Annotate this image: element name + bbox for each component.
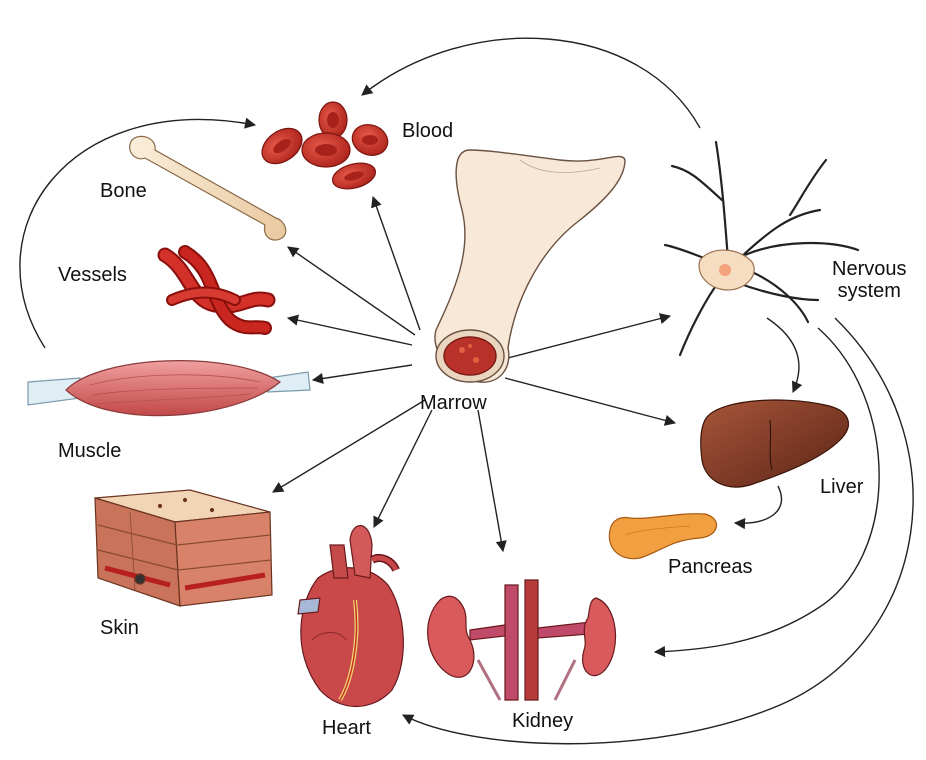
arrow-to-vessels (288, 318, 412, 345)
blood-cells-illustration (255, 102, 392, 193)
arrow-to-muscle (313, 365, 412, 380)
arrow-to-liver (505, 378, 675, 423)
arrow-nervous-to-blood (362, 38, 700, 128)
label-bone: Bone (100, 180, 147, 202)
arrow-to-skin (273, 400, 425, 492)
neuron-illustration (665, 142, 858, 355)
label-liver: Liver (820, 476, 863, 498)
muscle-illustration (28, 361, 310, 416)
arrow-to-heart (374, 410, 432, 527)
arrow-to-kidney (478, 410, 503, 551)
arrow-to-nervous (508, 316, 670, 358)
arrow-liver-to-pancreas (735, 486, 781, 523)
heart-illustration (298, 526, 403, 707)
liver-illustration (701, 400, 849, 487)
skin-illustration (95, 490, 272, 606)
label-heart: Heart (322, 717, 371, 739)
label-pancreas: Pancreas (668, 556, 753, 578)
label-blood: Blood (402, 120, 453, 142)
label-marrow: Marrow (420, 392, 487, 414)
pancreas-illustration (609, 514, 716, 559)
marrow-bone-illustration (435, 150, 625, 382)
label-skin: Skin (100, 617, 139, 639)
arrow-nervous-to-liver (767, 318, 799, 392)
label-kidney: Kidney (512, 710, 573, 732)
vessels-illustration (165, 252, 268, 328)
label-nervous-system: Nervous system (832, 258, 906, 302)
label-vessels: Vessels (58, 264, 127, 286)
label-nervous-line2: system (832, 280, 906, 302)
label-muscle: Muscle (58, 440, 121, 462)
kidney-illustration (428, 580, 616, 700)
label-nervous-line1: Nervous (832, 258, 906, 280)
